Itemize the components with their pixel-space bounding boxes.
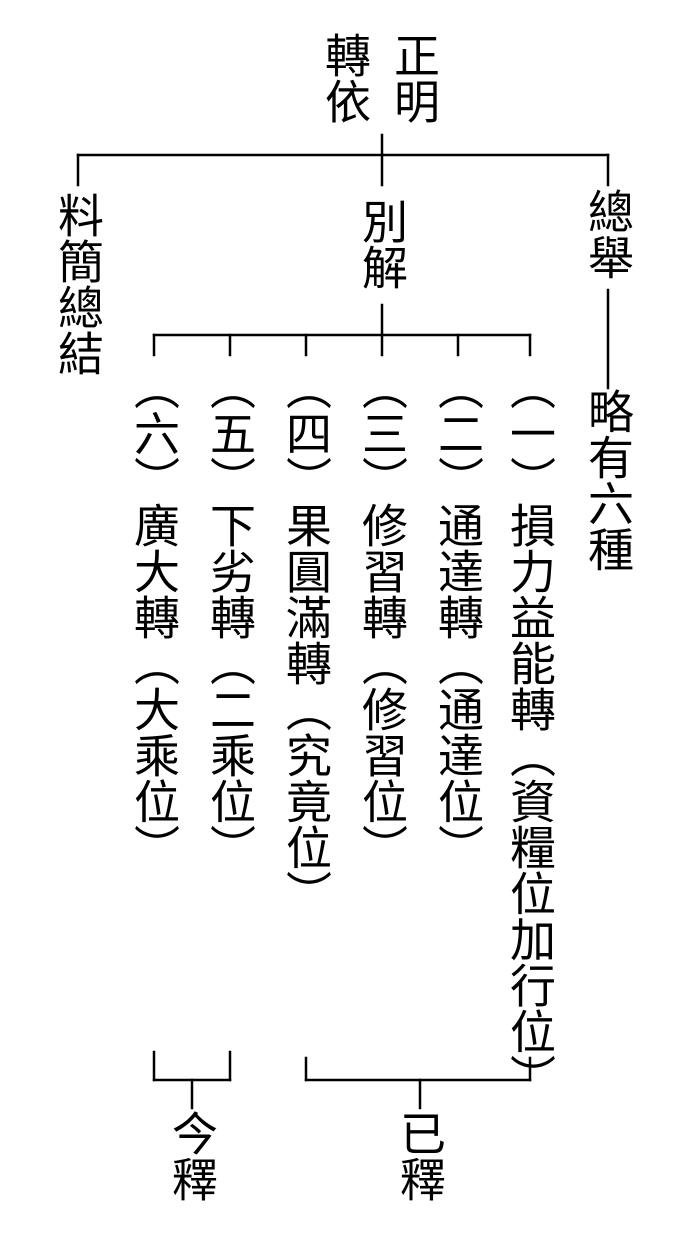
item-2: （二）通達轉（通達位） <box>431 364 485 870</box>
item-6: （六）廣大轉（大乘位） <box>127 364 181 870</box>
item-3: （三）修習轉（修習位） <box>355 364 409 870</box>
title-left-column: 轉依 <box>318 32 372 124</box>
item-4: （四）果圓滿轉（究竟位） <box>279 364 333 916</box>
item-1: （一）損力益能轉（資糧位加行位） <box>503 364 557 1100</box>
group-already-label: 已釋 <box>393 1110 447 1202</box>
title-right-column: 正明 <box>387 32 441 124</box>
item-5: （五）下劣轉（二乘位） <box>203 364 257 870</box>
branch-left: 料簡總結 <box>51 192 105 376</box>
branch-middle: 別解 <box>355 198 409 290</box>
right-summary: 略有六種 <box>581 388 635 572</box>
group-now-label: 今釋 <box>165 1110 219 1202</box>
branch-right: 總舉 <box>581 188 635 280</box>
